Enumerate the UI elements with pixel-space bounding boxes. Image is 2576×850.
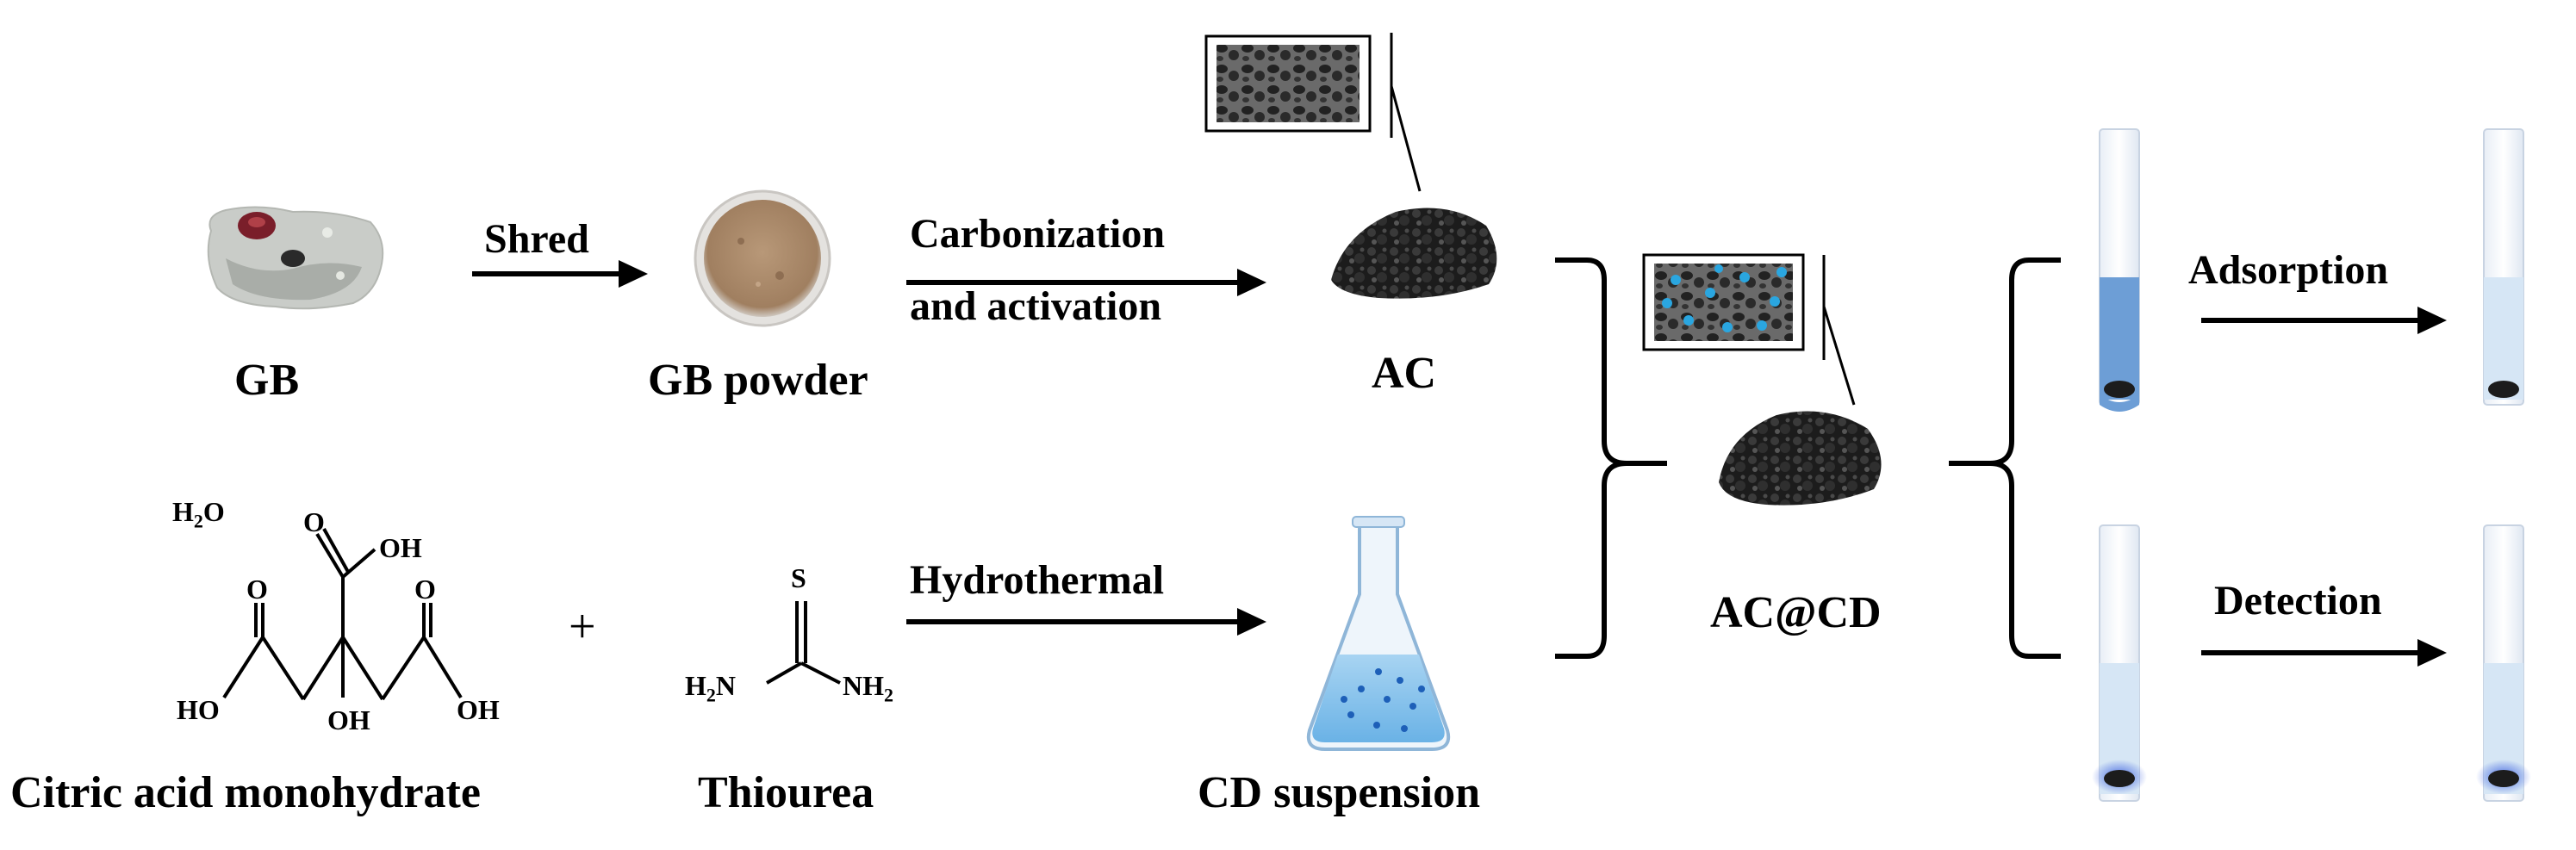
citric-right-o: O [414, 574, 436, 605]
hydrothermal-arrow [906, 608, 1266, 636]
gb-rock-image [207, 206, 384, 310]
step-hydrothermal: Hydrothermal [910, 557, 1165, 603]
step-carbonization-line2: and activation [910, 283, 1162, 329]
citric-right-oh: OH [457, 694, 500, 725]
citric-left-ho: HO [177, 694, 220, 725]
tube-after-detection [2476, 524, 2531, 802]
merge-brace [1555, 257, 1667, 659]
citric-carboxyl-top-o: O [303, 506, 325, 537]
adsorption-arrow [2201, 307, 2447, 334]
step-carbonization-line1: Carbonization [910, 211, 1166, 257]
detection-arrow [2201, 639, 2447, 667]
water-formula: H2O [172, 496, 225, 532]
citric-acid-structure [222, 528, 463, 701]
thiourea-right-amine: NH2 [843, 670, 893, 706]
thiourea-sulfur: S [791, 562, 806, 593]
step-detection: Detection [2214, 578, 2382, 624]
thiourea-structure [766, 601, 841, 685]
label-ac-cd: AC@CD [1710, 588, 1882, 637]
shred-arrow [472, 260, 648, 288]
citric-center-oh: OH [327, 704, 370, 735]
step-adsorption: Adsorption [2188, 247, 2389, 293]
label-gb: GB [234, 356, 300, 405]
split-brace [1949, 257, 2061, 659]
ac-cd-pore-inset [1642, 253, 1856, 406]
plus-sign: + [569, 600, 596, 654]
tube-after-adsorption [2483, 128, 2524, 406]
ac-carbon-pile [1331, 208, 1497, 299]
label-gb-powder: GB powder [648, 356, 868, 405]
tube-before-adsorption [2099, 128, 2140, 412]
label-cd-suspension: CD suspension [1198, 768, 1481, 817]
ac-cd-carbon-pile [1719, 411, 1882, 506]
carbonization-arrow [906, 269, 1266, 296]
step-shred: Shred [484, 216, 589, 262]
label-ac: AC [1372, 349, 1437, 398]
thiourea-left-amine: H2N [685, 670, 736, 706]
tube-before-detection [2092, 524, 2147, 802]
ac-pore-inset [1204, 33, 1422, 192]
label-citric-acid: Citric acid monohydrate [10, 768, 481, 817]
gb-powder-dish-image [694, 189, 831, 327]
label-thiourea: Thiourea [698, 768, 874, 817]
citric-carboxyl-top-oh: OH [379, 532, 422, 563]
citric-left-o: O [246, 574, 268, 605]
cd-suspension-flask [1306, 516, 1451, 751]
